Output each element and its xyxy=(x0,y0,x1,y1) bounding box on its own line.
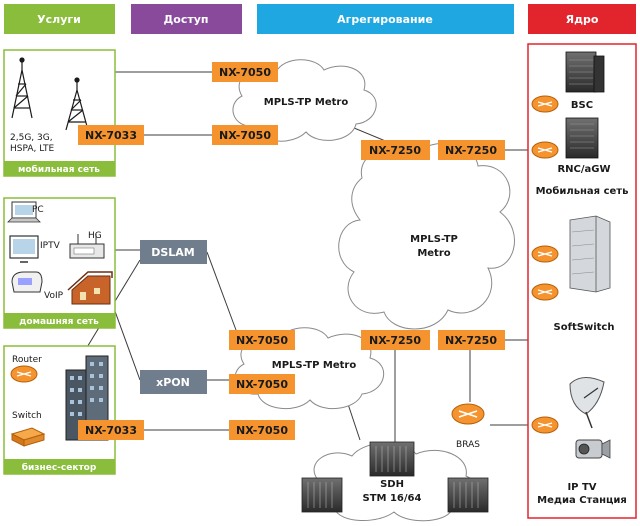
bras-router-icon xyxy=(451,403,485,425)
home-voip-label: VoIP xyxy=(44,291,64,301)
biz-router-label: Router xyxy=(12,355,42,365)
home-hg-label: HG xyxy=(88,231,102,241)
svg-text:NX-7250: NX-7250 xyxy=(445,144,497,157)
nx-node-bottom-7050: NX-7050 xyxy=(229,420,295,440)
core-iptv-label-line1: IP TV xyxy=(567,482,596,493)
header-core-bar xyxy=(528,4,636,34)
satellite-dish-icon xyxy=(569,377,605,429)
header-services-bar xyxy=(4,4,115,34)
cloud-center-label-line2: Metro xyxy=(417,248,450,259)
nx-node-mid-7050: NX-7050 xyxy=(212,125,278,145)
bsc-server-icon xyxy=(565,51,605,93)
home-gateway-icon xyxy=(69,234,105,259)
nx-node-agg-top-right: NX-7250 xyxy=(438,140,505,160)
mobile-tech-line1: 2,5G, 3G, xyxy=(10,133,53,143)
svg-text:NX-7033: NX-7033 xyxy=(85,129,137,142)
svg-text:DSLAM: DSLAM xyxy=(151,246,195,259)
softswitch-servers-icon xyxy=(569,215,611,293)
nx-node-low-7050: NX-7050 xyxy=(229,330,295,350)
sdh-rack-icon xyxy=(369,441,415,477)
sdh-rack-right-icon xyxy=(447,477,489,513)
core-rnc-label: RNC/aGW xyxy=(557,164,610,175)
nx-node-agg-bottom-left: NX-7250 xyxy=(361,330,430,350)
svg-text:NX-7033: NX-7033 xyxy=(85,424,137,437)
nx-node-mobile-7033: NX-7033 xyxy=(78,125,144,145)
svg-text:NX-7050: NX-7050 xyxy=(236,424,288,437)
bras-label: BRAS xyxy=(456,440,480,450)
tv-iptv-icon xyxy=(9,235,39,263)
laptop-pc-icon xyxy=(7,201,41,223)
dslam-node: DSLAM xyxy=(140,240,207,264)
core-router-icon-ss1 xyxy=(531,245,559,263)
header-core: Ядро xyxy=(566,13,599,26)
core-mobile-net-label: Мобильная сеть xyxy=(536,185,629,197)
core-iptv-label-line2: Медиа Станция xyxy=(537,495,627,506)
nx-node-agg-top-left: NX-7250 xyxy=(361,140,430,160)
sdh-rack-left-icon xyxy=(301,477,343,513)
core-softswitch-label: SoftSwitch xyxy=(554,322,615,333)
home-pc-label: PC xyxy=(32,205,44,215)
xpon-node: xPON xyxy=(140,370,207,394)
svg-text:NX-7250: NX-7250 xyxy=(445,334,497,347)
business-label-bar xyxy=(4,459,115,474)
core-router-icon-iptv xyxy=(531,416,559,434)
svg-text:NX-7050: NX-7050 xyxy=(219,66,271,79)
mobile-tech-line2: HSPA, LTE xyxy=(10,144,54,154)
nx-node-top: NX-7050 xyxy=(212,62,278,82)
rnc-server-icon xyxy=(565,117,599,159)
nx-node-xpon-7050: NX-7050 xyxy=(229,374,295,394)
svg-text:NX-7050: NX-7050 xyxy=(236,334,288,347)
cloud-sdh-label-line1: SDH xyxy=(380,479,404,490)
cloud-top-label: MPLS-TP Metro xyxy=(264,97,349,108)
svg-text:xPON: xPON xyxy=(156,376,190,389)
switch-icon xyxy=(10,427,46,447)
nx-node-agg-bottom-right: NX-7250 xyxy=(438,330,505,350)
svg-text:NX-7050: NX-7050 xyxy=(236,378,288,391)
cloud-center-label-line1: MPLS-TP xyxy=(410,234,458,245)
header-access-bar xyxy=(131,4,242,34)
business-label: бизнес-сектор xyxy=(22,462,97,473)
cell-tower-icon xyxy=(11,57,33,119)
core-router-icon-ss2 xyxy=(531,283,559,301)
home-label: домашняя сеть xyxy=(19,317,99,327)
home-iptv-label: IPTV xyxy=(40,241,61,251)
cloud-bottom-label: MPLS-TP Metro xyxy=(272,360,357,371)
mobile-label: мобильная сеть xyxy=(18,164,100,175)
cell-tower-icon-2 xyxy=(65,77,89,131)
svg-text:NX-7050: NX-7050 xyxy=(219,129,271,142)
header-aggregation: Агрегирование xyxy=(337,13,433,26)
svg-text:NX-7250: NX-7250 xyxy=(369,144,421,157)
mobile-label-bar xyxy=(4,161,115,176)
svg-text:NX-7250: NX-7250 xyxy=(369,334,421,347)
header-aggregation-bar xyxy=(257,4,514,34)
house-icon xyxy=(67,271,113,305)
home-label-bar xyxy=(4,313,115,328)
biz-switch-label: Switch xyxy=(12,411,42,421)
video-camera-icon xyxy=(575,439,611,459)
nx-node-business-7033: NX-7033 xyxy=(78,420,144,440)
cloud-sdh-label-line2: STM 16/64 xyxy=(363,493,422,504)
header-services: Услуги xyxy=(37,13,81,26)
mobile-service-box xyxy=(3,49,116,177)
core-bsc-label: BSC xyxy=(571,100,593,111)
core-router-icon-bsc xyxy=(531,95,559,113)
router-icon xyxy=(10,365,38,383)
core-router-icon-rnc xyxy=(531,141,559,159)
phone-voip-icon xyxy=(11,271,43,293)
header-access: Доступ xyxy=(163,13,208,26)
